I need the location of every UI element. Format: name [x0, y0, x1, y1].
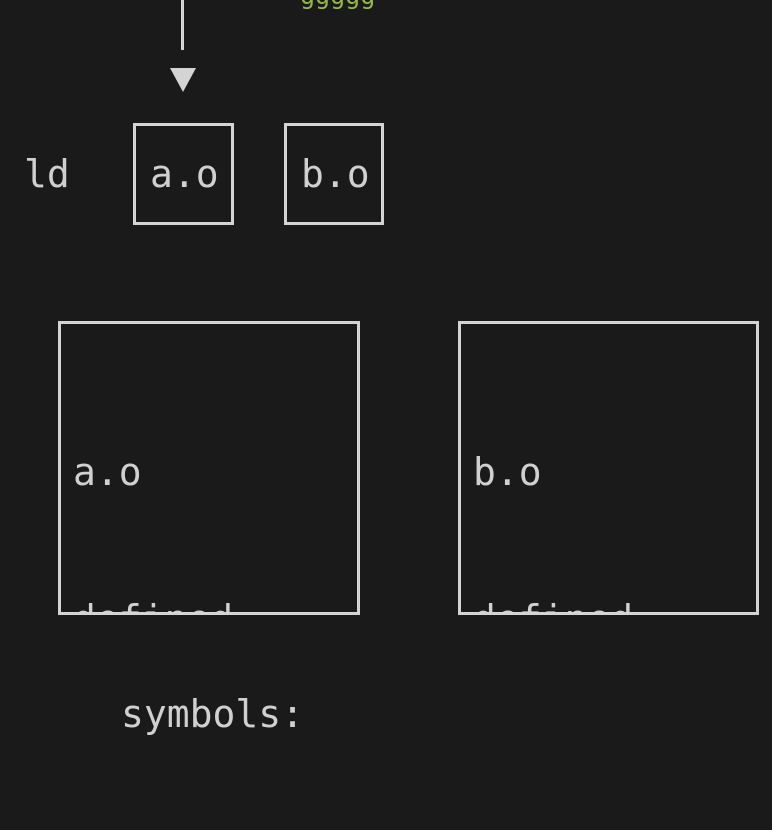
symbol-line: defined:: [73, 595, 357, 612]
object-file-box-a[interactable]: a.o: [133, 123, 234, 225]
object-file-label-b: b.o: [301, 151, 370, 196]
object-file-box-b[interactable]: b.o: [284, 123, 384, 225]
symbol-line: b.o: [473, 450, 542, 494]
symbol-panel-a: a.o defined: myfunc undefined: dependenc…: [58, 321, 360, 615]
clipped-top-text: ggggg: [300, 0, 375, 8]
symbols-caption: symbols:: [121, 692, 305, 736]
symbol-line: defined:: [473, 595, 756, 612]
symbol-line: a.o: [73, 450, 142, 494]
arrow-shaft: [181, 0, 184, 50]
object-file-label-a: a.o: [150, 151, 219, 196]
linker-label: ld: [24, 152, 70, 196]
downward-arrow-icon: [170, 68, 196, 92]
symbol-panel-b: b.o defined: dependency: [458, 321, 759, 615]
